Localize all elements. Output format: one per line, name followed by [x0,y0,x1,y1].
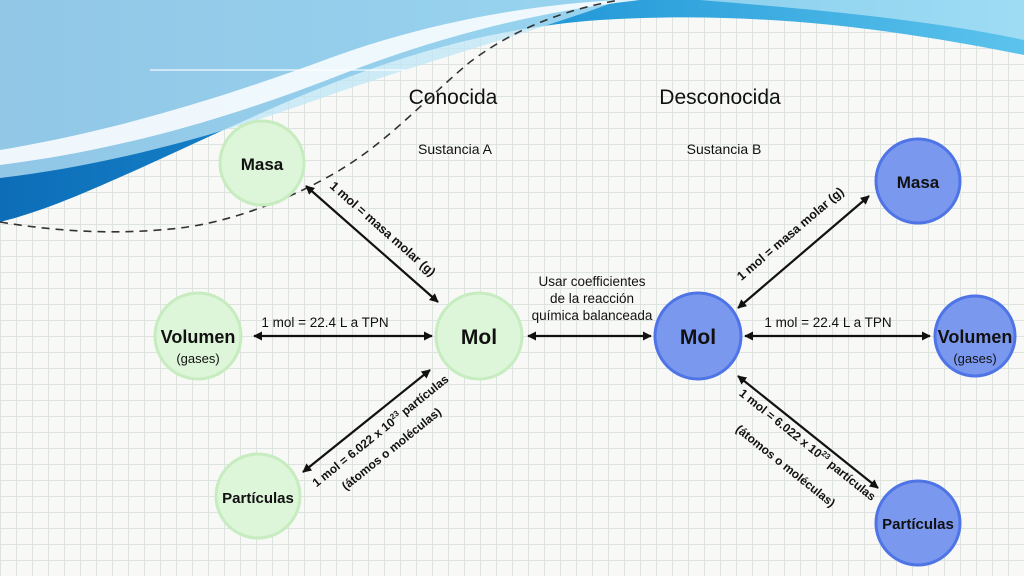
node-left-particles [214,452,302,540]
right-particles-rel-pre: 1 mol = 6.022 x 10 [737,386,825,461]
arrows [253,185,931,489]
node-right-mol [653,291,743,381]
node-left-mol [434,291,524,381]
header-substance-b: Sustancia B [687,141,762,157]
node-left-mass [218,119,306,207]
left-mass-relation: 1 mol = masa molar (g) [327,179,438,279]
node-right-volume [933,294,1017,378]
header-unknown: Desconocida [659,86,781,109]
right-volume-relation: 1 mol = 22.4 L a TPN [764,315,891,330]
node-left-volume [153,291,243,381]
node-right-mol-label: Mol [680,326,716,349]
left-volume-relation: 1 mol = 22.4 L a TPN [261,315,388,330]
node-right-mass-label: Masa [897,173,940,192]
node-left-mass-label: Masa [241,155,284,174]
arrow-right-mol-mass [737,195,870,309]
arrow-right-mol-particles [737,375,879,489]
arrow-left-mass-mol [305,185,439,303]
header-substance-a: Sustancia A [418,141,493,157]
node-left-volume-label: Volumen [161,327,236,347]
center-relation-line2: de la reacción [550,291,634,306]
right-mass-relation: 1 mol = masa molar (g) [734,185,846,284]
node-right-particles [874,479,962,567]
node-right-volume-label: Volumen [938,327,1013,347]
center-relation-line3: química balanceada [532,308,653,323]
center-relation-line1: Usar coefficientes [538,274,645,289]
wave-light-right [700,0,1024,40]
decorative-waves [0,0,1024,233]
node-left-volume-note: (gases) [176,351,219,366]
header-known: Conocida [409,86,498,109]
node-left-mol-label: Mol [461,326,497,349]
wave-white-band [0,0,640,165]
left-particles-relation: 1 mol = 6.022 x 1023 partículas [309,371,452,490]
wave-light [0,0,620,178]
arrow-left-particles-mol [302,369,431,473]
wave-dashed-curve [0,0,621,233]
node-right-mass [874,137,962,225]
node-right-particles-label: Partículas [882,516,954,533]
node-left-particles-label: Partículas [222,490,294,507]
node-right-volume-note: (gases) [953,351,996,366]
